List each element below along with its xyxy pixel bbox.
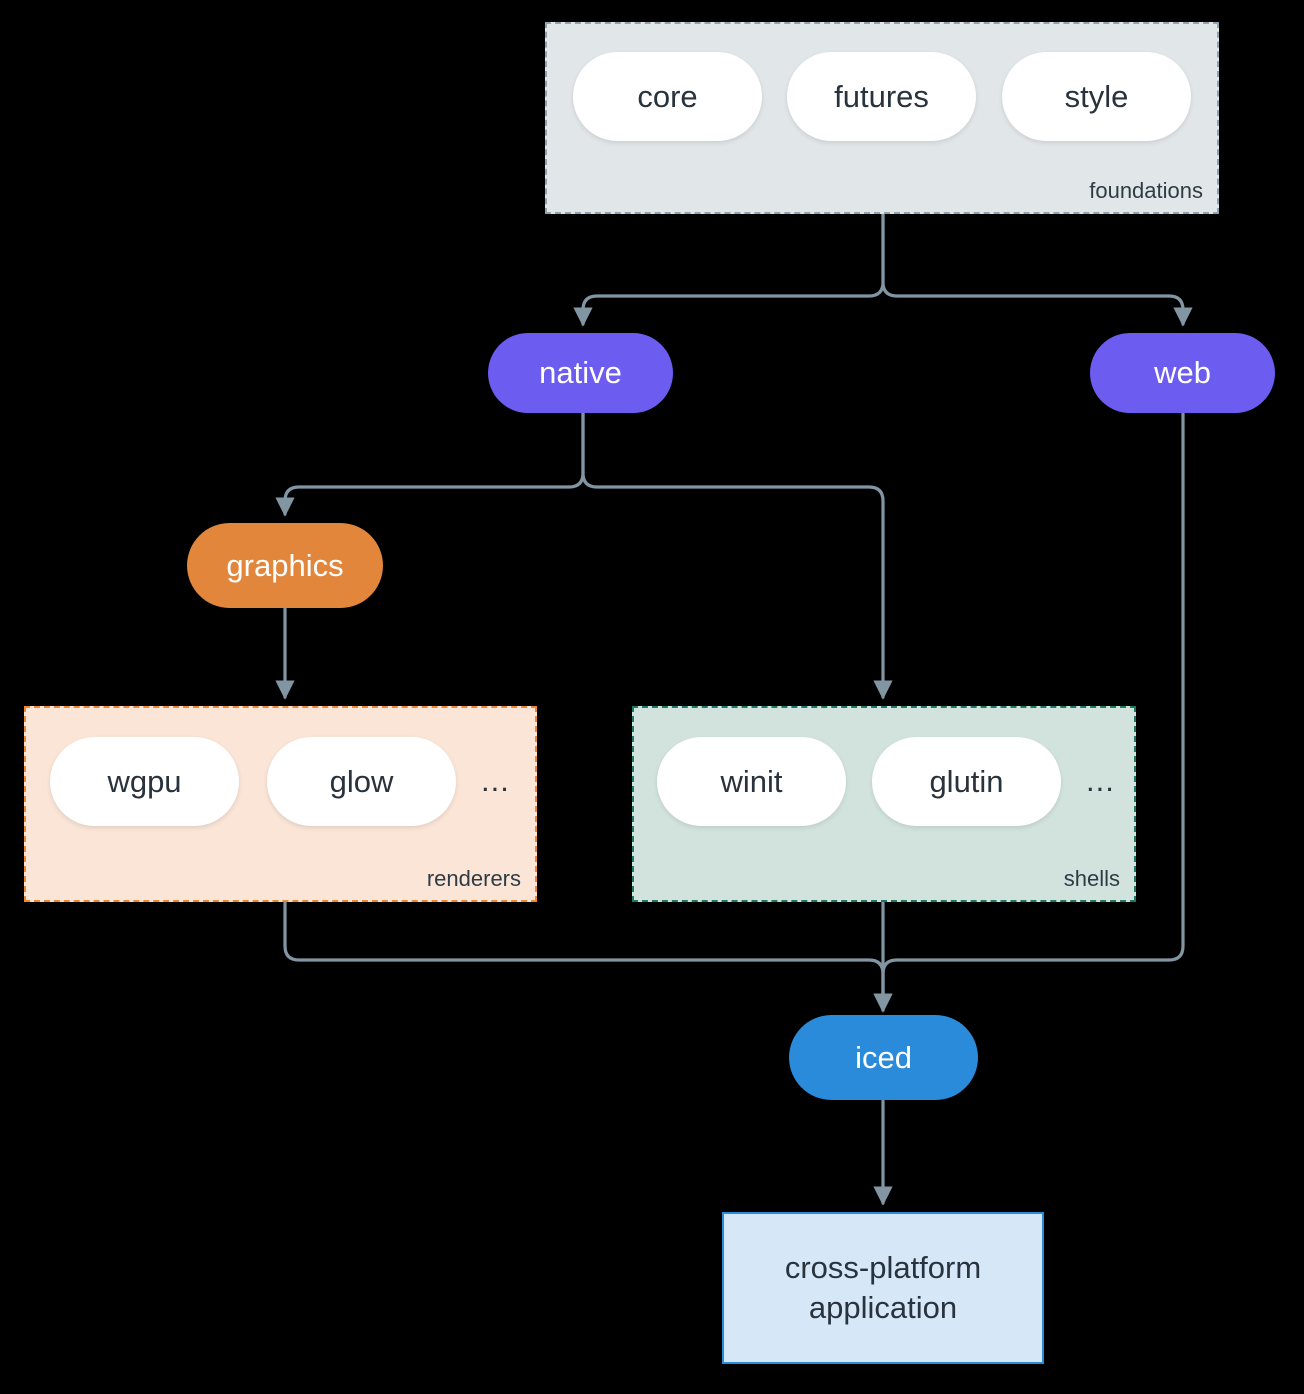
ellipsis-shells-icon: ... (1086, 763, 1115, 798)
application-line-1: cross-platform (784, 1250, 982, 1286)
node-winit[interactable]: winit (657, 737, 846, 826)
edge-foundations-web (881, 212, 1193, 327)
edge-native-shells (581, 411, 893, 700)
node-cross-platform-application[interactable]: cross-platform application (722, 1212, 1044, 1364)
node-web[interactable]: web (1090, 333, 1275, 413)
node-core[interactable]: core (573, 52, 762, 141)
node-wgpu[interactable]: wgpu (50, 737, 239, 826)
application-line-2: application (808, 1290, 958, 1325)
node-iced[interactable]: iced (789, 1015, 978, 1100)
edge-foundations-native (573, 212, 885, 327)
cluster-renderers-label: renderers (426, 866, 521, 891)
cluster-foundations-label: foundations (1089, 178, 1203, 203)
node-native[interactable]: native (488, 333, 673, 413)
cluster-shells-label: shells (1063, 866, 1120, 891)
node-glutin[interactable]: glutin (872, 737, 1061, 826)
node-graphics[interactable]: graphics (187, 523, 383, 608)
edge-native-graphics (275, 411, 585, 517)
node-glow[interactable]: glow (267, 737, 456, 826)
ellipsis-renderers-icon: ... (481, 763, 510, 798)
node-futures[interactable]: futures (787, 52, 976, 141)
edge-renderers-iced (283, 901, 893, 1013)
node-style[interactable]: style (1002, 52, 1191, 141)
